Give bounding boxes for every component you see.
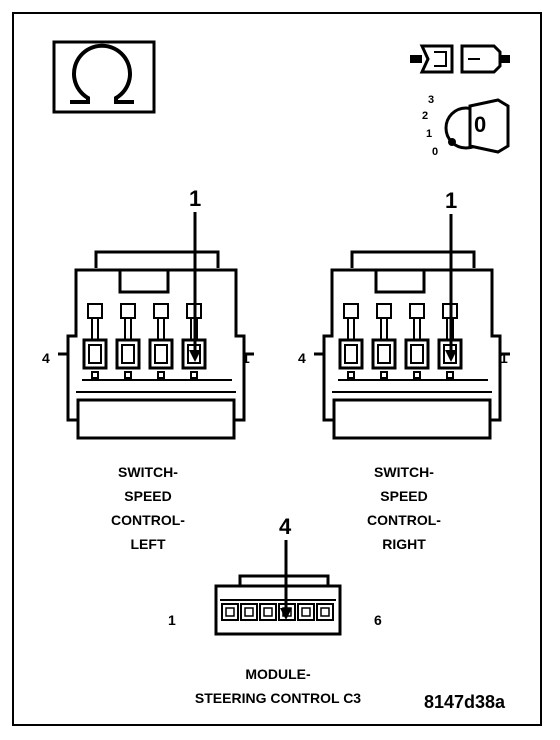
module-end-right: 6 <box>374 612 382 628</box>
ignition-pos-3: 3 <box>428 94 435 106</box>
title-line: SWITCH- <box>118 464 178 480</box>
right-end-left: 4 <box>298 350 306 366</box>
ignition-pos-1: 1 <box>426 128 433 140</box>
pin-terminal <box>410 344 424 364</box>
pin-lock <box>91 371 99 379</box>
module-pin-terminal <box>320 607 330 617</box>
title-line: SPEED <box>124 488 172 504</box>
pin-lock <box>347 371 355 379</box>
pin-latch <box>120 303 136 319</box>
pin-latch <box>87 303 103 319</box>
module-pin-terminal <box>263 607 273 617</box>
pin-stem <box>380 317 388 341</box>
pin-lock <box>190 371 198 379</box>
pin-stem <box>347 317 355 341</box>
pin-stem <box>124 317 132 341</box>
pin-latch <box>343 303 359 319</box>
key-label: 0 <box>474 112 487 137</box>
pointer-head <box>189 350 201 362</box>
connector-pins <box>82 303 463 621</box>
pin-lock <box>446 371 454 379</box>
ignition-icon <box>444 98 510 154</box>
module-connector-title: MODULE- STEERING CONTROL C3 <box>168 662 388 710</box>
connector-icon <box>410 44 510 74</box>
pin-latch <box>153 303 169 319</box>
title-line: LEFT <box>130 536 166 552</box>
pin-latch <box>409 303 425 319</box>
title-line: SPEED <box>380 488 428 504</box>
right-connector-title: SWITCH- SPEED CONTROL- RIGHT <box>344 460 464 556</box>
right-pointer-pin: 1 <box>445 188 458 213</box>
title-line: CONTROL- <box>367 512 441 528</box>
title-line: SWITCH- <box>374 464 434 480</box>
pointer-arrows <box>189 212 457 620</box>
ohm-icon <box>52 40 156 114</box>
pointer-head <box>445 350 457 362</box>
left-pointer-pin: 1 <box>189 186 202 211</box>
pin-terminal <box>377 344 391 364</box>
pin-stem <box>413 317 421 341</box>
figure-id: 8147d38a <box>424 692 506 712</box>
diagram-frame <box>12 12 542 726</box>
pin-lock <box>413 371 421 379</box>
pin-terminal <box>344 344 358 364</box>
module-pointer-pin: 4 <box>279 514 292 539</box>
pin-latch <box>376 303 392 319</box>
left-end-right: 1 <box>242 350 250 366</box>
title-line: STEERING CONTROL C3 <box>194 690 362 706</box>
module-end-left: 1 <box>168 612 176 628</box>
title-line: RIGHT <box>382 536 426 552</box>
module-pin-terminal <box>244 607 254 617</box>
pin-stem <box>157 317 165 341</box>
left-connector-title: SWITCH- SPEED CONTROL- LEFT <box>88 460 208 556</box>
pointer-head <box>280 608 292 620</box>
pin-terminal <box>121 344 135 364</box>
title-line: CONTROL- <box>111 512 185 528</box>
pin-terminal <box>154 344 168 364</box>
ignition-pos-2: 2 <box>422 110 429 122</box>
module-pin-terminal <box>301 607 311 617</box>
pin-terminal <box>88 344 102 364</box>
module-pin-terminal <box>225 607 235 617</box>
title-line: MODULE- <box>245 666 311 682</box>
pin-lock <box>380 371 388 379</box>
left-end-left: 4 <box>42 350 50 366</box>
right-end-right: 1 <box>500 350 508 366</box>
pin-stem <box>91 317 99 341</box>
pin-lock <box>124 371 132 379</box>
pin-lock <box>157 371 165 379</box>
ignition-pos-0: 0 <box>432 146 439 158</box>
